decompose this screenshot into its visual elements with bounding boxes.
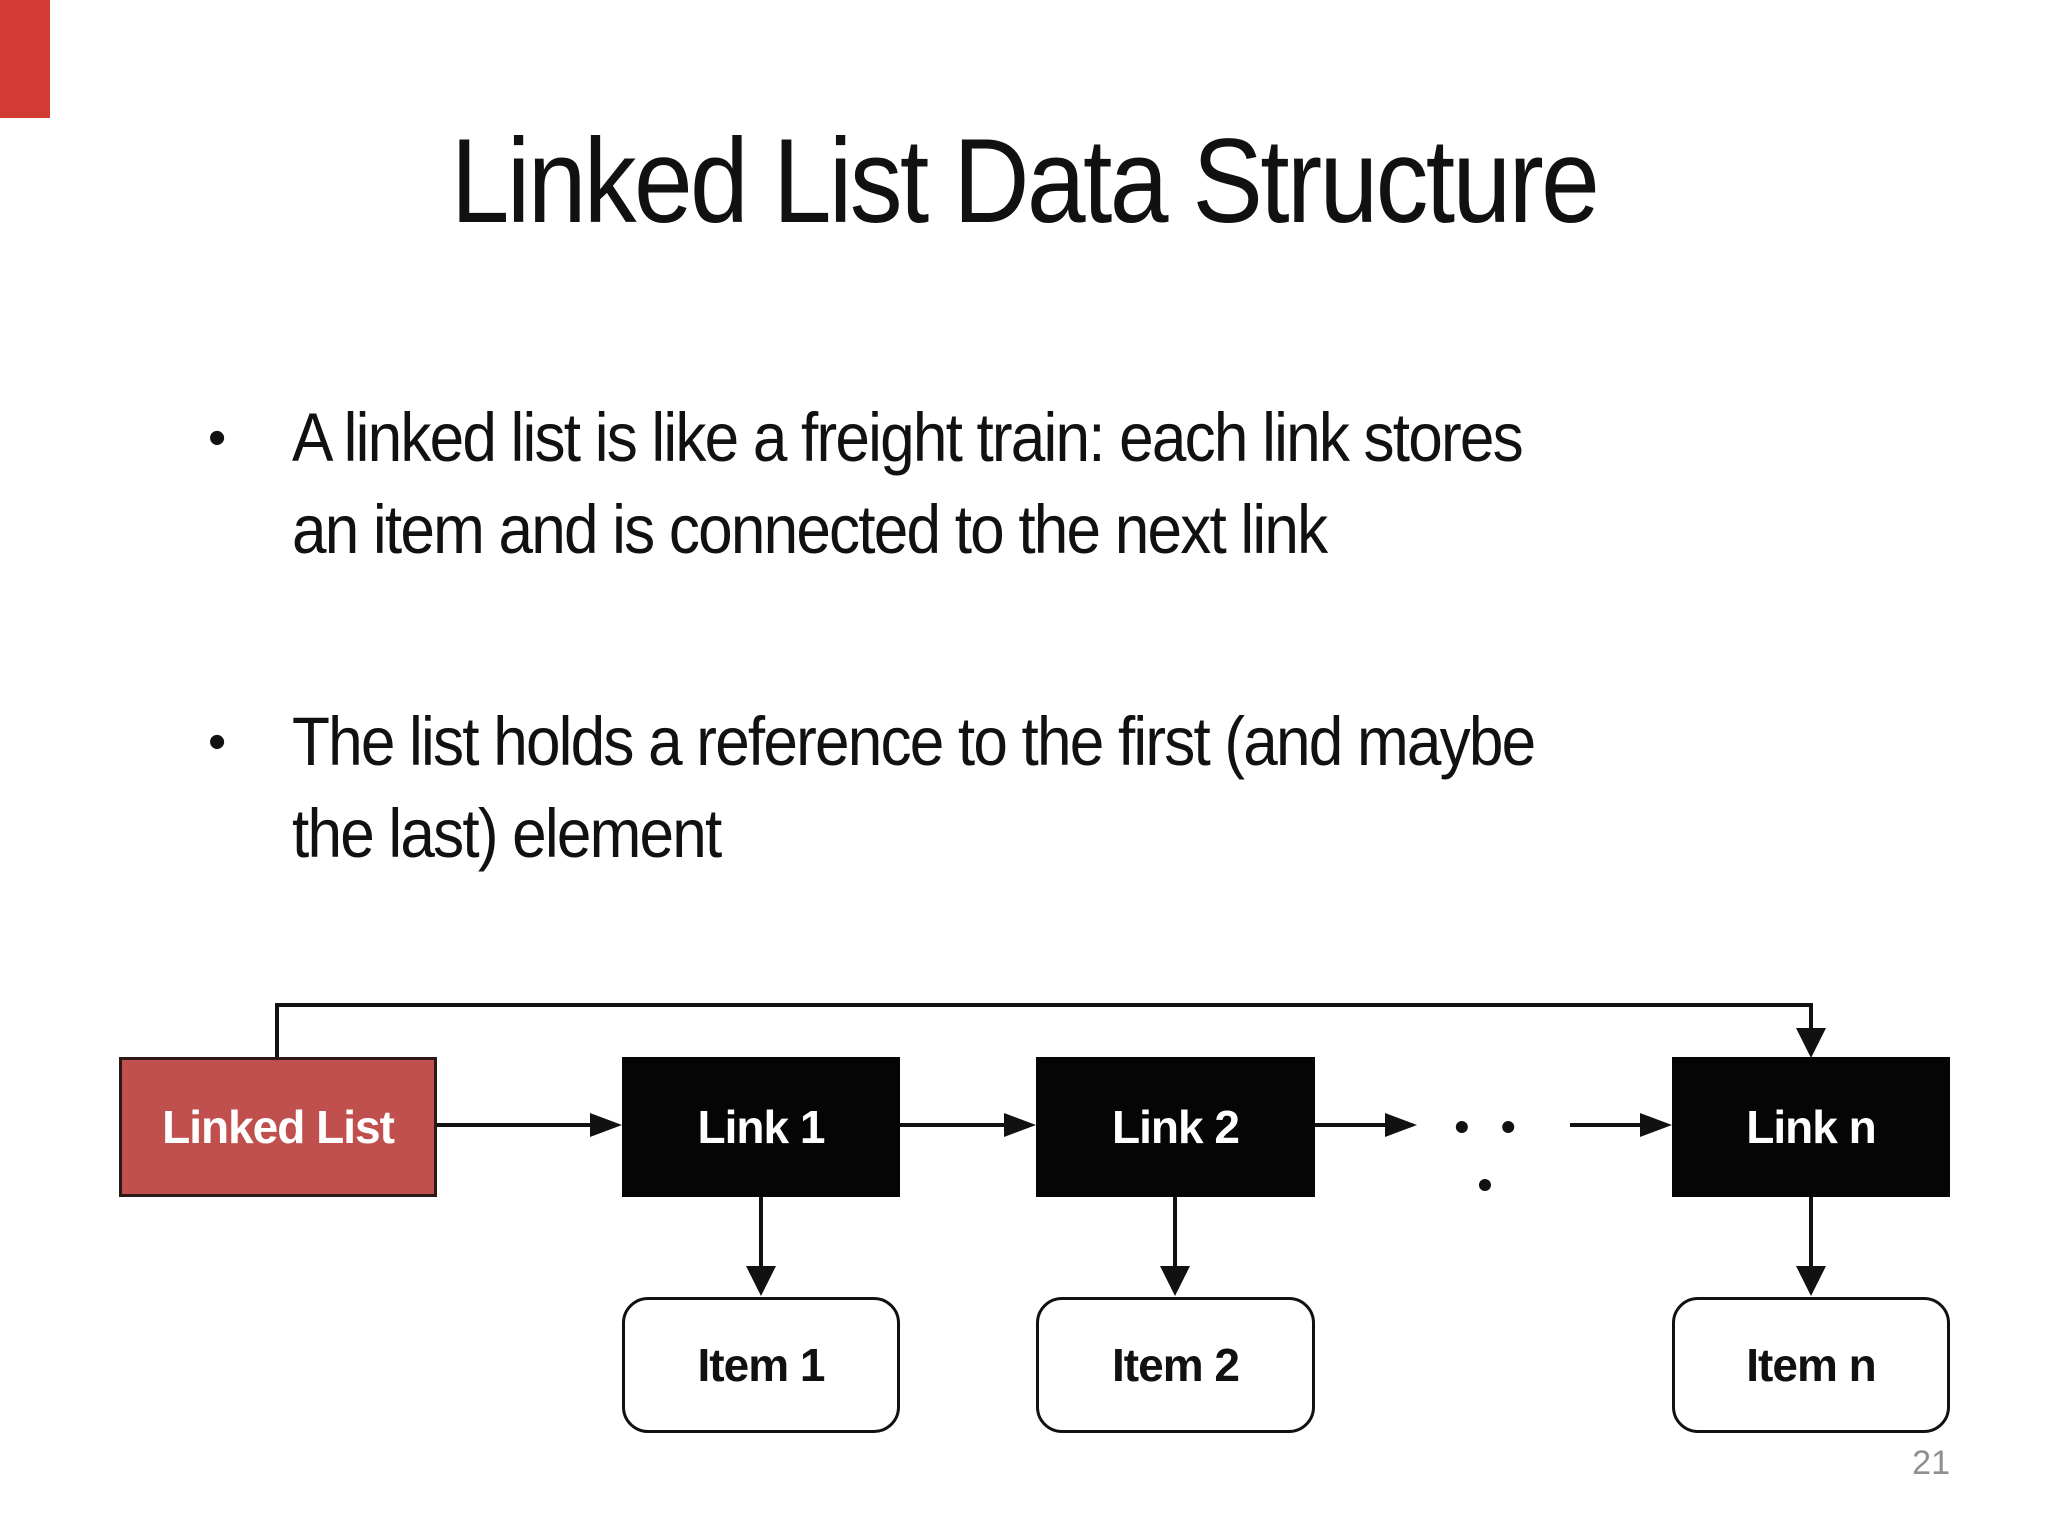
node-label: Link 1: [697, 1101, 826, 1153]
node-item-1: Item 1: [622, 1297, 900, 1433]
node-link-1: Link 1: [622, 1057, 900, 1197]
arrowhead-right-icon: [590, 1113, 622, 1137]
arrow-linkn-to-itemn: [1809, 1197, 1813, 1267]
arrow-ellipsis-to-linkn: [1570, 1123, 1640, 1127]
node-label: Item 1: [697, 1339, 826, 1391]
bullet-text: A linked list is like a freight train: e…: [292, 392, 1524, 576]
node-item-n: Item n: [1672, 1297, 1950, 1433]
bullet-dot-icon: •: [208, 409, 227, 467]
arrowhead-right-icon: [1640, 1113, 1672, 1137]
connector-right-drop: [1809, 1003, 1813, 1030]
bullet-item: • The list holds a reference to the firs…: [208, 696, 1672, 880]
node-linked-list: Linked List: [119, 1057, 437, 1197]
node-label: Link n: [1746, 1101, 1876, 1153]
arrow-link2-to-ellipsis: [1315, 1123, 1385, 1127]
connector-top-line: [277, 1003, 1811, 1007]
node-label: Item n: [1746, 1339, 1876, 1391]
arrowhead-into-link-n-top-icon: [1796, 1028, 1826, 1058]
page-title: Linked List Data Structure: [450, 114, 1600, 248]
bullet-item: • A linked list is like a freight train:…: [208, 392, 1659, 576]
node-label: Item 2: [1112, 1339, 1240, 1391]
page-number: 21: [1912, 1444, 1950, 1482]
ellipsis-dots: • • •: [1454, 1103, 1526, 1208]
arrow-link2-to-item2: [1173, 1197, 1177, 1267]
bullet-line: the last) element: [292, 795, 722, 872]
connector-left-drop: [275, 1003, 279, 1059]
arrow-link1-to-item1: [759, 1197, 763, 1267]
arrowhead-down-icon: [746, 1266, 776, 1296]
node-label: Link 2: [1112, 1101, 1240, 1153]
arrow-linkedlist-to-link1: [437, 1123, 590, 1127]
node-item-2: Item 2: [1036, 1297, 1315, 1433]
arrowhead-right-icon: [1385, 1113, 1417, 1137]
bullet-text: The list holds a reference to the first …: [292, 696, 1536, 880]
bullet-dot-icon: •: [208, 713, 227, 771]
bullet-line: an item and is connected to the next lin…: [292, 491, 1328, 568]
node-link-n: Link n: [1672, 1057, 1950, 1197]
arrow-link1-to-link2: [900, 1123, 1004, 1127]
node-link-2: Link 2: [1036, 1057, 1315, 1197]
bullet-line: A linked list is like a freight train: e…: [292, 399, 1524, 476]
arrowhead-down-icon: [1160, 1266, 1190, 1296]
node-label: Linked List: [162, 1101, 395, 1153]
arrowhead-right-icon: [1004, 1113, 1036, 1137]
bullet-line: The list holds a reference to the first …: [292, 703, 1536, 780]
arrowhead-down-icon: [1796, 1266, 1826, 1296]
corner-red-bar: [0, 0, 50, 118]
